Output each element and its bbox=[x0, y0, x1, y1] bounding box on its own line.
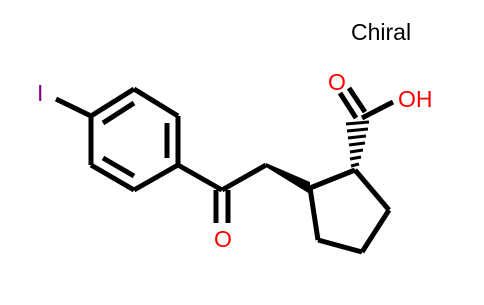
carboxyl-double-bond bbox=[346, 86, 368, 114]
ring-bond bbox=[317, 237, 363, 255]
benzene-ring bbox=[88, 86, 181, 193]
cyclopentane-ring bbox=[307, 167, 392, 255]
carboxyl-double-bond bbox=[337, 91, 359, 120]
hash-line bbox=[349, 148, 364, 154]
carboxyl-oh-bond bbox=[360, 99, 395, 121]
hash-line bbox=[347, 134, 367, 140]
carbonyl-ch2-bond bbox=[220, 162, 268, 193]
iodine-bond bbox=[54, 96, 93, 119]
carboxyl-oxygen-label: O bbox=[328, 69, 346, 95]
aryl-carbonyl-bond bbox=[176, 162, 224, 193]
ring-bond bbox=[353, 168, 391, 212]
ring-bond bbox=[89, 162, 136, 193]
ring-bond bbox=[359, 208, 392, 254]
hash-line bbox=[345, 120, 370, 126]
hash-line bbox=[349, 155, 362, 161]
ring-bond bbox=[309, 167, 356, 191]
ring-bond bbox=[89, 86, 136, 119]
hydroxyl-label: OH bbox=[398, 86, 433, 112]
chiral-label: Chiral bbox=[351, 19, 411, 45]
hash-line bbox=[350, 162, 360, 168]
hash-line bbox=[346, 127, 369, 133]
ring-bond bbox=[132, 86, 180, 119]
iodine-label: I bbox=[37, 80, 43, 106]
hash-line bbox=[348, 141, 366, 147]
aromatic-inner-bond bbox=[101, 155, 136, 179]
ring-bond bbox=[307, 187, 321, 241]
wedge-bond bbox=[266, 163, 310, 194]
ring-bond bbox=[132, 162, 180, 193]
hashed-bond bbox=[345, 120, 370, 168]
ketone-oxygen-label: O bbox=[214, 226, 232, 252]
aromatic-inner-bond bbox=[101, 100, 136, 126]
